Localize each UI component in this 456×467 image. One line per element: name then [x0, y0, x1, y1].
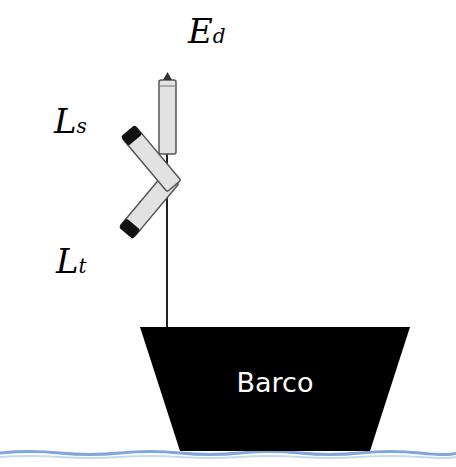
- sensor-label: Ed: [188, 14, 226, 48]
- ed-sensor: [159, 72, 176, 154]
- lt-sensor: [121, 125, 181, 192]
- boat-hull: Barco: [140, 327, 410, 451]
- sensor-label: Lt: [56, 244, 87, 278]
- water-line: [0, 456, 456, 458]
- water-line: [0, 452, 456, 455]
- boat-label: Barco: [237, 367, 314, 398]
- sensor-label: Ls: [54, 104, 87, 138]
